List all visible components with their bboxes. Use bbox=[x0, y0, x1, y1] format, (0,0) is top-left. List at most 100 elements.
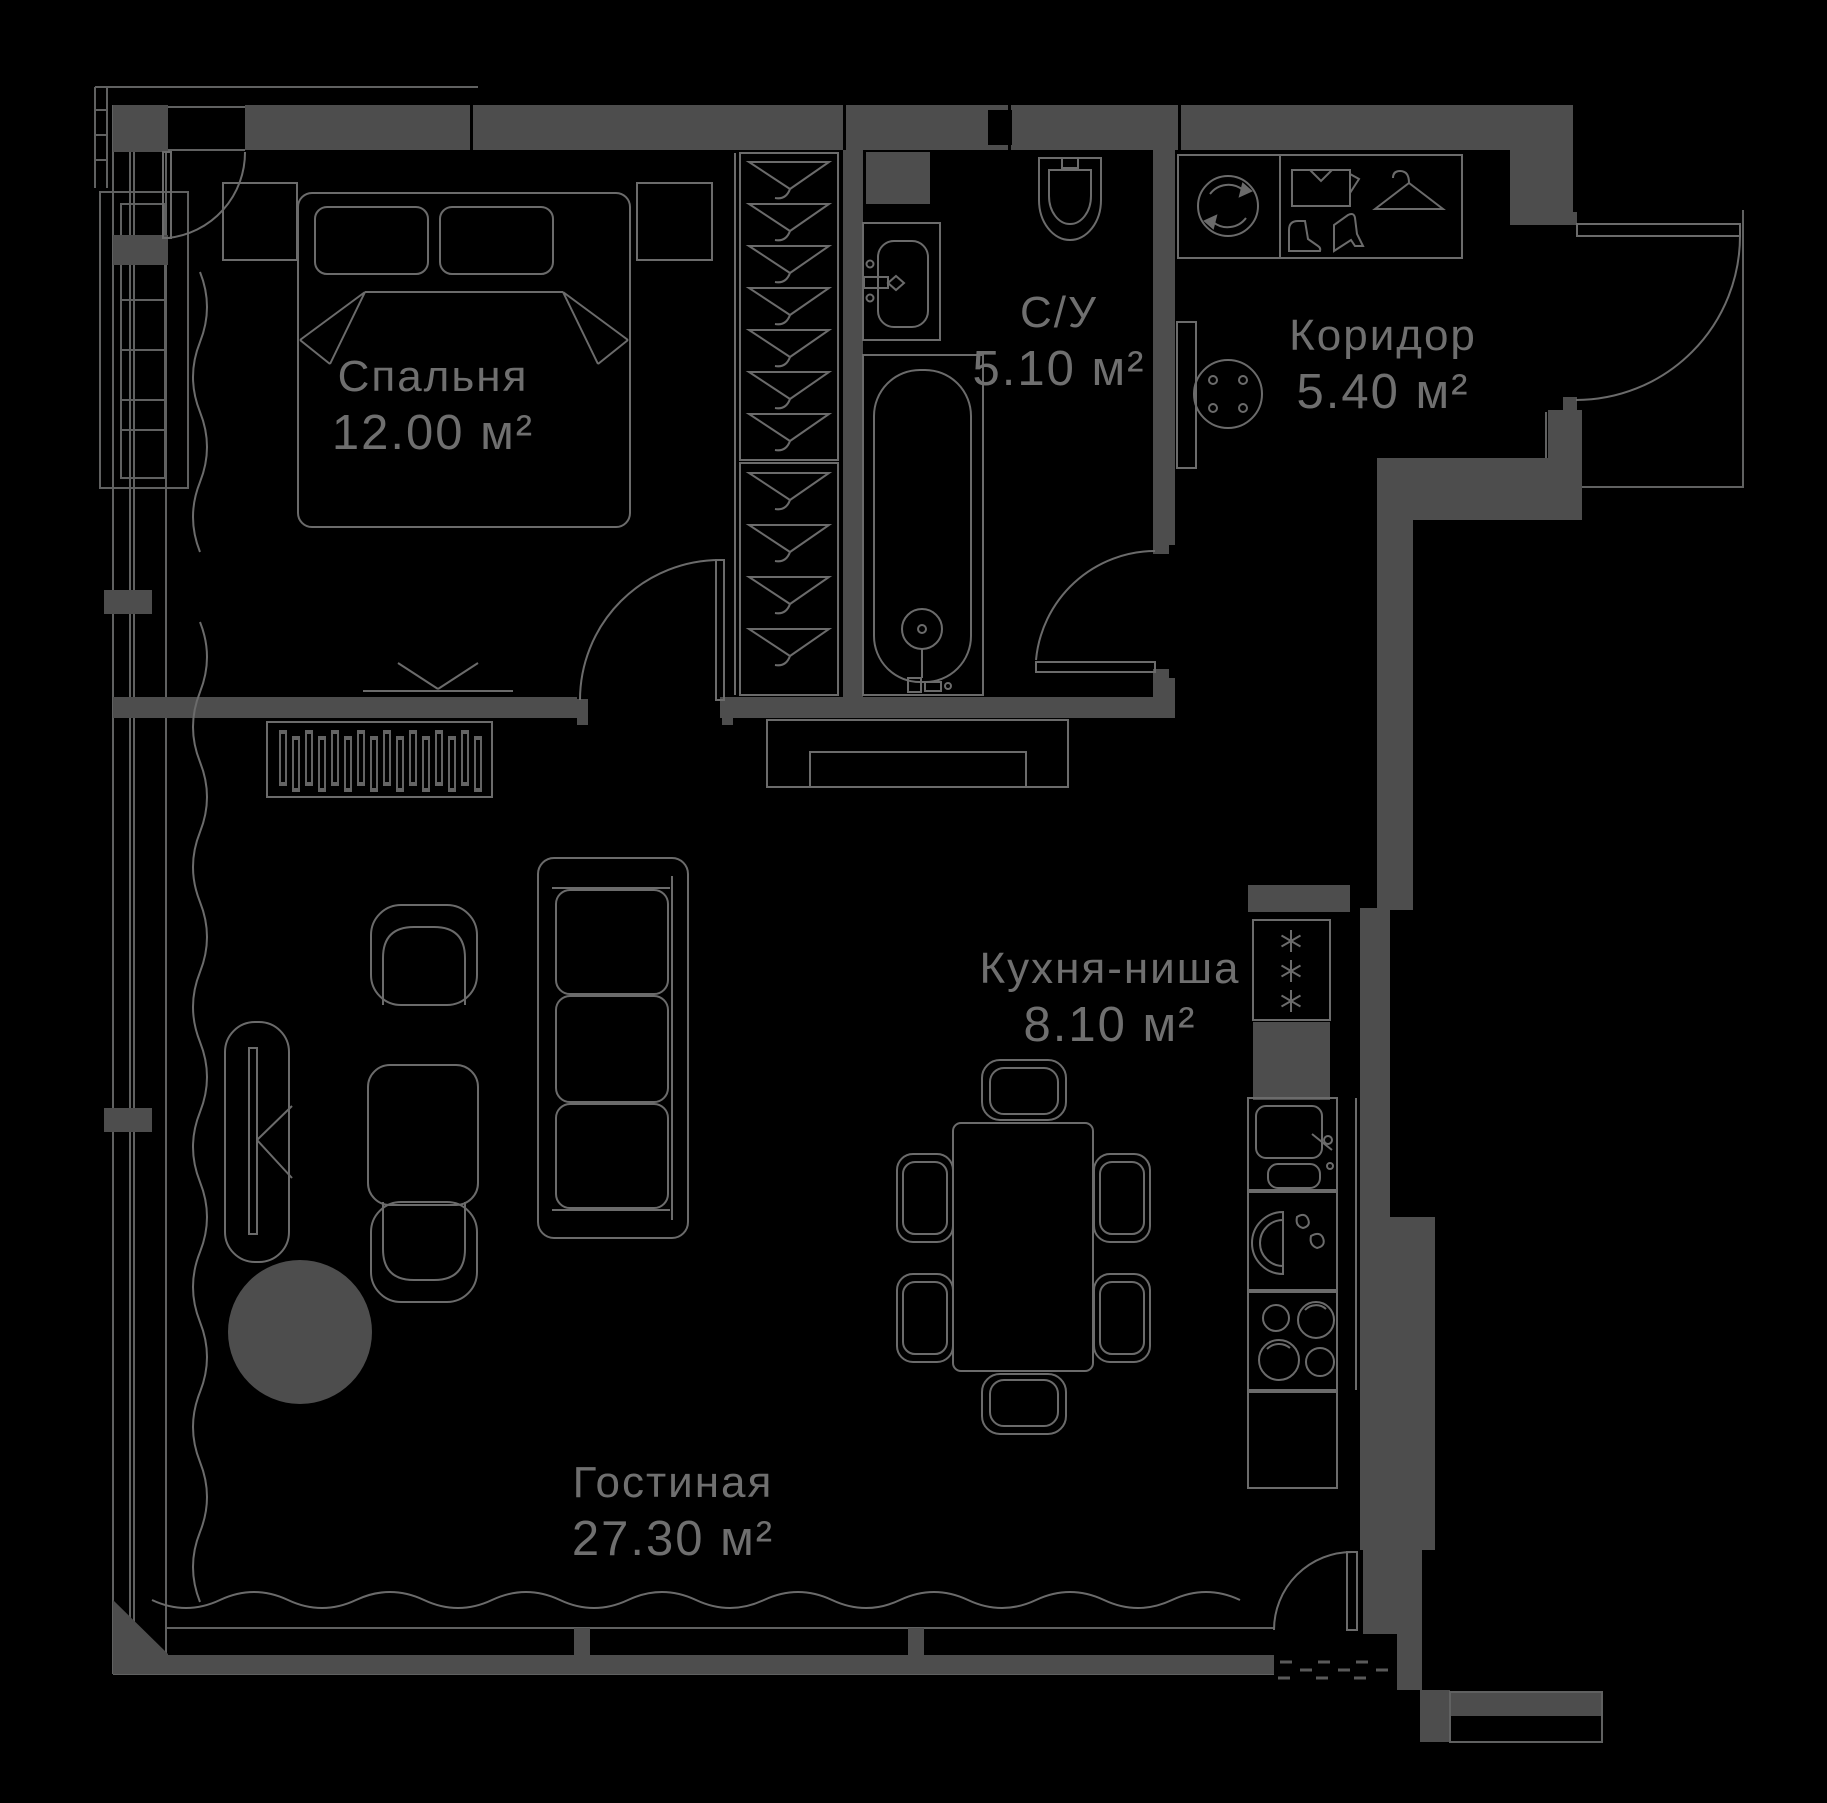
wall-seam bbox=[470, 105, 473, 150]
pillow bbox=[314, 206, 429, 275]
door-stop bbox=[1153, 545, 1169, 554]
nightstand bbox=[636, 182, 713, 261]
bedroom-furniture bbox=[222, 182, 713, 692]
fruit-board-icon bbox=[1247, 1191, 1338, 1291]
rug bbox=[228, 1260, 372, 1404]
wall-notch bbox=[988, 110, 1012, 145]
threshold-hatch bbox=[1278, 1660, 1388, 1680]
wall-bathroom-right-low bbox=[1153, 678, 1175, 718]
living-room-furniture bbox=[224, 857, 689, 1404]
wall-bathroom-left bbox=[843, 147, 863, 697]
tv-stand bbox=[224, 1021, 293, 1263]
bedroom-tv-icon bbox=[363, 662, 513, 692]
kitchen-column bbox=[1247, 919, 1357, 1489]
coffee-table bbox=[367, 1064, 479, 1206]
wall-top-right-step bbox=[1510, 105, 1573, 225]
left-window-sash-inner bbox=[120, 203, 166, 479]
entry-bay-outline bbox=[1545, 210, 1744, 488]
armchair bbox=[370, 1201, 478, 1303]
washing-machine bbox=[1177, 154, 1281, 259]
dining-chair bbox=[981, 1373, 1067, 1435]
bathroom-door-swing bbox=[1035, 550, 1156, 661]
doors bbox=[162, 151, 1741, 1631]
living-balcony-door-leaf bbox=[1346, 1551, 1358, 1631]
wardrobe-lower-box bbox=[739, 462, 839, 696]
armchair bbox=[370, 904, 478, 1006]
fridge-icon bbox=[1252, 919, 1331, 1021]
wall-balcony-door-side bbox=[1363, 1550, 1397, 1634]
wall-bottom-band bbox=[113, 1655, 1274, 1674]
door-stop bbox=[1563, 212, 1577, 225]
kitchen-solid-block bbox=[1253, 1022, 1330, 1100]
wall-hall-bottom bbox=[720, 697, 1175, 718]
sofa bbox=[537, 857, 689, 1239]
shirt-icon bbox=[1291, 169, 1361, 207]
curtain-wave bbox=[192, 271, 208, 553]
curtain-wave bbox=[151, 1591, 1241, 1609]
bathroom-fixtures bbox=[862, 157, 1102, 696]
stove-icon bbox=[1247, 1291, 1338, 1391]
window-mullion bbox=[908, 1628, 924, 1674]
toilet-icon bbox=[1038, 157, 1102, 241]
wall bbox=[113, 105, 168, 152]
wall-left-pier bbox=[113, 235, 168, 265]
kitchen-top-block bbox=[1248, 885, 1350, 912]
wall-bathroom-right bbox=[1153, 147, 1175, 545]
kitchen-sink-icon bbox=[1247, 1097, 1338, 1191]
dining-chair bbox=[981, 1059, 1067, 1121]
dining-set bbox=[896, 1059, 1151, 1435]
boots-icon bbox=[1288, 213, 1365, 253]
balcony-door-swing bbox=[167, 151, 247, 239]
wall-seam bbox=[843, 105, 846, 150]
bathroom-vent-block bbox=[866, 152, 930, 204]
bed bbox=[297, 192, 631, 528]
door-stop bbox=[577, 699, 588, 725]
corridor-fittings bbox=[766, 154, 1463, 788]
dining-chair bbox=[1093, 1153, 1151, 1243]
hanger-icons bbox=[748, 161, 830, 667]
sideboard bbox=[766, 719, 1069, 788]
round-table-icon bbox=[1193, 359, 1263, 429]
walls bbox=[104, 105, 1603, 1743]
left-window-sash bbox=[99, 191, 189, 489]
bedroom-door-leaf bbox=[715, 559, 725, 701]
entrance-door-swing bbox=[1575, 235, 1741, 401]
sink-icon bbox=[862, 222, 941, 341]
blanket-fold bbox=[299, 291, 629, 365]
bedroom-door-swing bbox=[579, 559, 721, 701]
entrance-door-leaf bbox=[1576, 223, 1741, 237]
wall-bedroom-bottom bbox=[113, 697, 577, 718]
wall-bottom-right-corner bbox=[1420, 1690, 1450, 1742]
door-stop bbox=[1153, 669, 1169, 678]
curtains bbox=[151, 271, 1241, 1609]
bathroom-door-leaf bbox=[1035, 661, 1156, 673]
radiator bbox=[266, 721, 493, 798]
window-mullion bbox=[574, 1628, 590, 1674]
window-mullion bbox=[104, 1108, 152, 1132]
clothes-hanger-icon bbox=[1372, 169, 1446, 210]
wall-right-kitchen bbox=[1360, 908, 1390, 1217]
left-window-sash-rungs bbox=[121, 249, 165, 431]
balcony-parapet bbox=[1450, 1692, 1602, 1716]
pillow bbox=[439, 206, 554, 275]
wall-bay-bottom bbox=[1377, 458, 1582, 520]
top-left-balcony-edge bbox=[94, 86, 478, 188]
wall-entry-jamb bbox=[1548, 410, 1582, 458]
wall-bottom-right-step bbox=[1397, 1550, 1422, 1690]
washing-machine-icon bbox=[1197, 175, 1259, 237]
console-panel bbox=[1176, 321, 1197, 469]
kitchen-cabinet bbox=[1247, 1391, 1338, 1489]
wall-top bbox=[245, 105, 1510, 150]
entry-closet bbox=[1279, 154, 1463, 259]
dining-chair bbox=[896, 1153, 954, 1243]
dining-chair bbox=[1093, 1273, 1151, 1363]
wall-right-kitchen-thick bbox=[1360, 1217, 1435, 1550]
door-stop bbox=[1563, 397, 1577, 410]
window-mullion bbox=[104, 590, 152, 614]
dining-chair bbox=[896, 1273, 954, 1363]
wall-seam bbox=[1178, 105, 1181, 150]
balcony-door-leaf bbox=[162, 151, 172, 239]
dining-table bbox=[952, 1122, 1094, 1372]
